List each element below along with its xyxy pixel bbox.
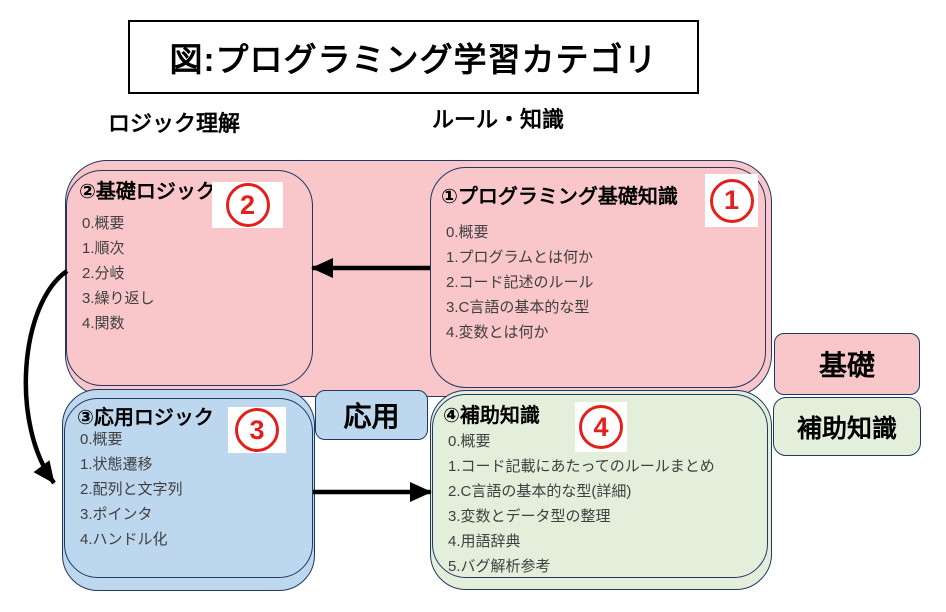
- arrow-basic-logic-to-applied-logic-icon: [23, 269, 69, 485]
- box-item: 0.概要: [80, 431, 123, 448]
- applied-logic-badge-plate: 3: [228, 407, 286, 453]
- applied-label-box: 応用: [315, 390, 428, 440]
- number-circle-icon: 1: [709, 178, 754, 223]
- box-item: 1.コード記載にあたってのルールまとめ: [448, 458, 715, 475]
- box-item: 2.コード記述のルール: [446, 274, 594, 291]
- auxiliary-knowledge-content: ④補助知識 0.概要 1.コード記載にあたってのルールまとめ 2.C言語の基本的…: [433, 395, 767, 577]
- basic-logic-box: ②基礎ロジック 0.概要 1.順次 2.分岐 3.繰り返し 4.関数: [66, 170, 313, 386]
- column-header-logic: ロジック理解: [108, 111, 241, 136]
- box-item: 3.繰り返し: [82, 290, 155, 307]
- box-heading: ①プログラミング基礎知識: [441, 186, 678, 208]
- box-item: 5.バグ解析参考: [448, 558, 551, 575]
- box-item: 1.順次: [82, 240, 125, 257]
- box-item: 3.変数とデータ型の整理: [448, 508, 611, 525]
- number-circle-icon: 2: [225, 183, 270, 227]
- box-items: 0.概要 1.コード記載にあたってのルールまとめ 2.C言語の基本的な型(詳細)…: [448, 429, 715, 579]
- box-item: 0.概要: [82, 215, 125, 232]
- box-item: 2.配列と文字列: [80, 481, 183, 498]
- title-box: 図:プログラミング学習カテゴリ: [128, 20, 699, 94]
- box-item: 1.状態遷移: [80, 456, 153, 473]
- diagram-title: 図:プログラミング学習カテゴリ: [169, 41, 658, 78]
- box-items: 0.概要 1.状態遷移 2.配列と文字列 3.ポインタ 4.ハンドル化: [80, 427, 183, 552]
- box-item: 1.プログラムとは何か: [446, 249, 594, 266]
- basic-knowledge-badge-plate: 1: [705, 174, 758, 227]
- number-circle-icon: 4: [579, 405, 623, 449]
- box-heading: ③応用ロジック: [77, 407, 214, 429]
- box-items: 0.概要 1.プログラムとは何か 2.コード記述のルール 3.C言語の基本的な型…: [446, 220, 594, 345]
- box-item: 0.概要: [448, 433, 491, 450]
- basic-knowledge-content: ①プログラミング基礎知識 0.概要 1.プログラムとは何か 2.コード記述のルー…: [431, 168, 765, 387]
- basic-logic-content: ②基礎ロジック 0.概要 1.順次 2.分岐 3.繰り返し 4.関数: [67, 171, 312, 385]
- applied-logic-content: ③応用ロジック 0.概要 1.状態遷移 2.配列と文字列 3.ポインタ 4.ハン…: [65, 399, 312, 577]
- column-header-rules: ルール・知識: [432, 107, 565, 132]
- box-item: 4.ハンドル化: [80, 531, 168, 548]
- box-heading: ②基礎ロジック: [79, 181, 216, 203]
- auxiliary-knowledge-badge-plate: 4: [575, 402, 627, 452]
- box-item: 4.用語辞典: [448, 533, 521, 550]
- box-item: 0.概要: [446, 224, 489, 241]
- basic-logic-badge-plate: 2: [212, 182, 283, 228]
- box-item: 3.ポインタ: [80, 506, 153, 523]
- box-item: 2.C言語の基本的な型(詳細): [448, 483, 632, 500]
- auxiliary-label-box: 補助知識: [773, 397, 921, 456]
- box-item: 3.C言語の基本的な型: [446, 299, 590, 316]
- box-heading: ④補助知識: [443, 405, 540, 427]
- box-item: 4.関数: [82, 315, 125, 332]
- box-items: 0.概要 1.順次 2.分岐 3.繰り返し 4.関数: [82, 211, 155, 336]
- box-item: 2.分岐: [82, 265, 125, 282]
- basic-label-box: 基礎: [774, 333, 920, 395]
- box-item: 4.変数とは何か: [446, 324, 549, 341]
- number-circle-icon: 3: [235, 408, 279, 452]
